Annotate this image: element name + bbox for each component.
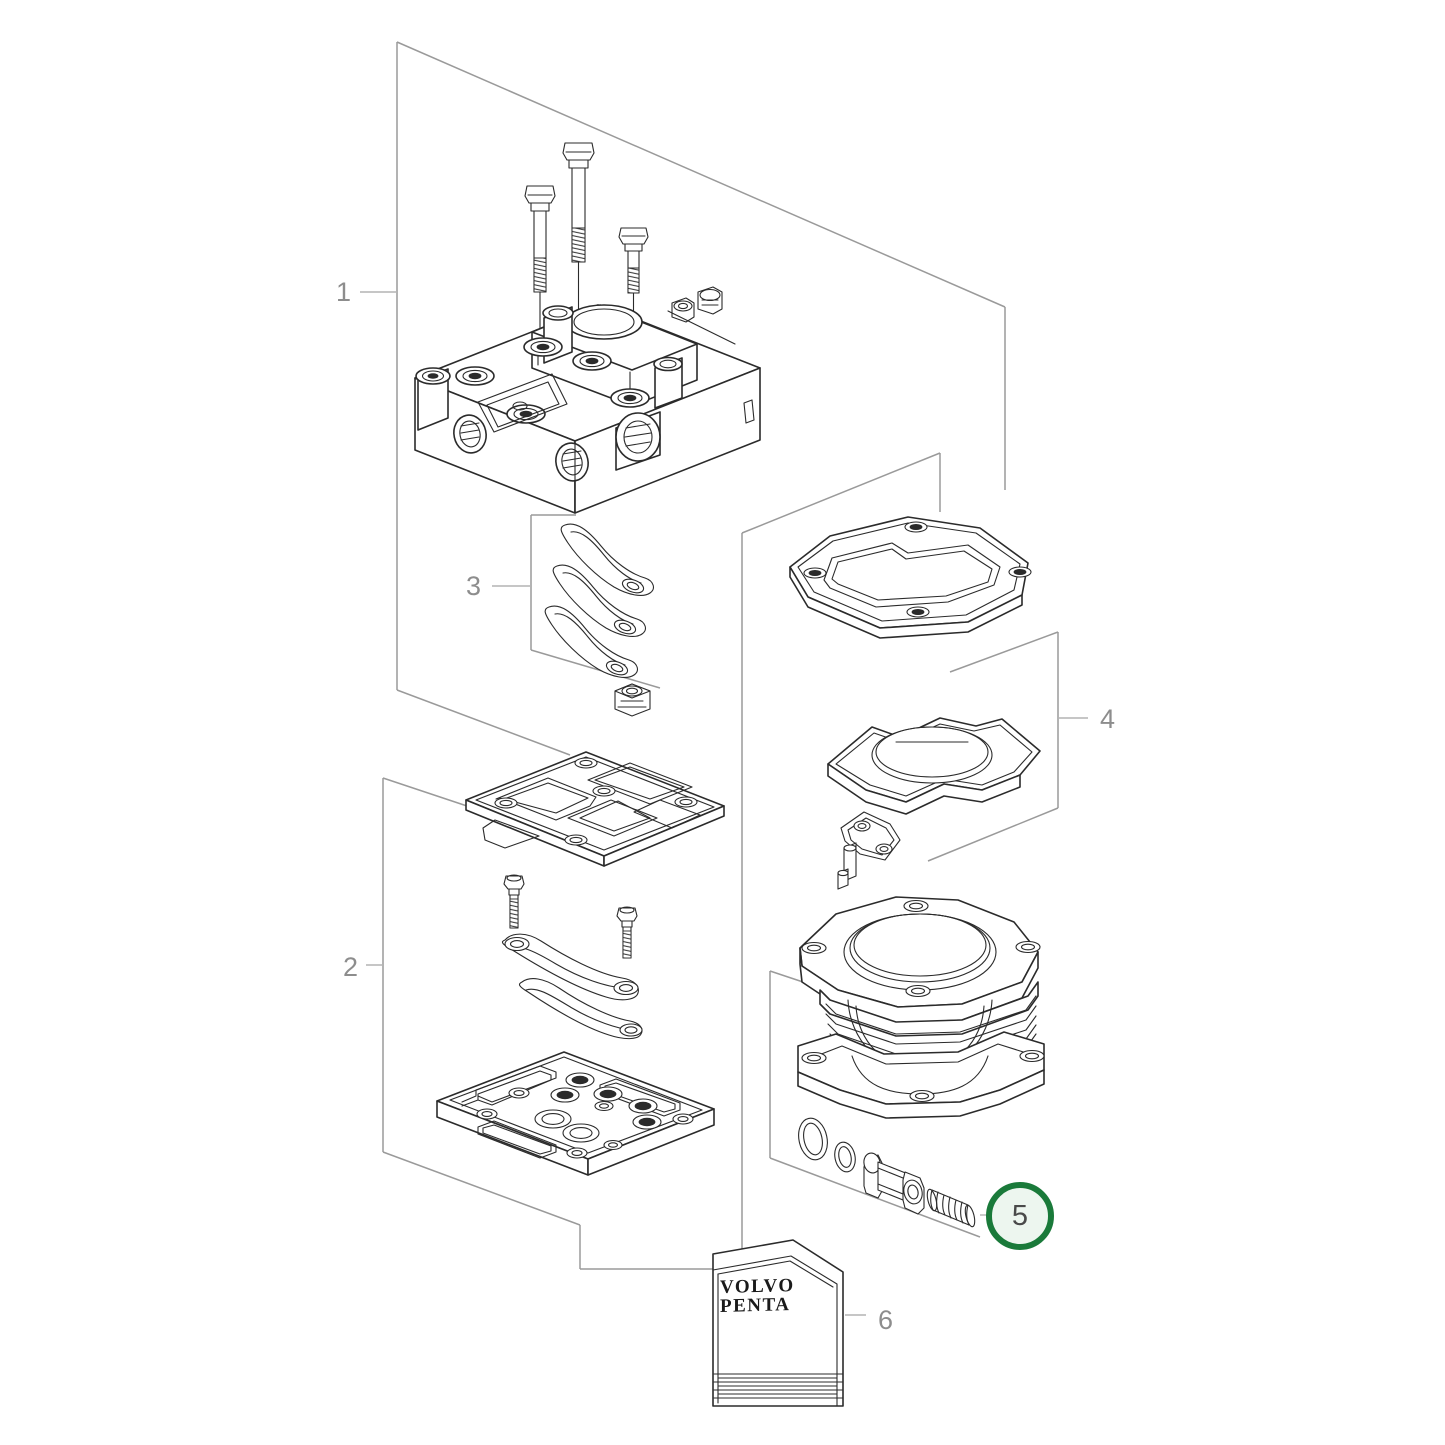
part-bolt-medium (524, 185, 556, 371)
brand-box-label: VOLVO PENTA (720, 1275, 795, 1317)
part-volvo-penta-box (712, 1239, 844, 1407)
part-valve-plate (436, 1051, 715, 1176)
part-lock-nut (614, 683, 651, 717)
part-bolt-long (562, 142, 595, 346)
callout-5-label: 5 (1011, 1199, 1029, 1232)
part-o-ring-large (798, 1117, 828, 1161)
callout-5-highlighted[interactable]: 5 (986, 1182, 1054, 1250)
part-screw-left (503, 874, 525, 929)
bracket-group-4 (741, 452, 1059, 1258)
part-threaded-plug (697, 286, 723, 315)
bracket-group-1 (396, 41, 1006, 756)
part-reed-strap-upper (501, 933, 639, 1001)
part-head-gasket (465, 751, 725, 867)
plug-leader-line (667, 310, 736, 345)
part-reed-spring-1 (560, 523, 654, 596)
brand-line-penta: PENTA (720, 1293, 791, 1317)
bracket-group-2 (382, 777, 742, 1270)
head-bolt-seats (455, 337, 650, 424)
callout-4[interactable]: 4 (1100, 704, 1116, 734)
callout-2[interactable]: 2 (343, 952, 359, 982)
part-cylinder-head (414, 304, 761, 514)
part-bracket-link (837, 811, 901, 890)
part-cylinder-cover-gasket (789, 516, 1032, 639)
callout-3[interactable]: 3 (466, 571, 482, 601)
part-reed-strap-lower (518, 978, 643, 1040)
callout-1[interactable]: 1 (336, 277, 352, 307)
bracket-group-3 (530, 514, 661, 689)
part-compression-spring (926, 1188, 976, 1228)
part-reed-spring-2 (552, 564, 646, 637)
part-screw-right (616, 906, 638, 959)
part-bolt-short (618, 227, 649, 346)
part-unloader-spool-valve (863, 1152, 925, 1215)
callout-6[interactable]: 6 (878, 1305, 894, 1335)
part-cylinder-base-gasket (827, 717, 1041, 815)
part-cylinder-barrel (797, 896, 1045, 1119)
part-o-ring-small (834, 1141, 856, 1173)
part-reed-spring-3 (544, 605, 638, 678)
